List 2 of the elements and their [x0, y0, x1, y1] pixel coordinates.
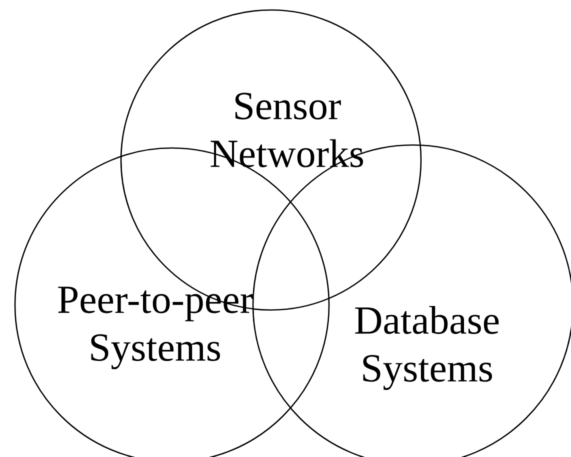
- circle-label: Database Systems: [355, 306, 499, 390]
- circle-label: Sensor Networks: [210, 92, 364, 168]
